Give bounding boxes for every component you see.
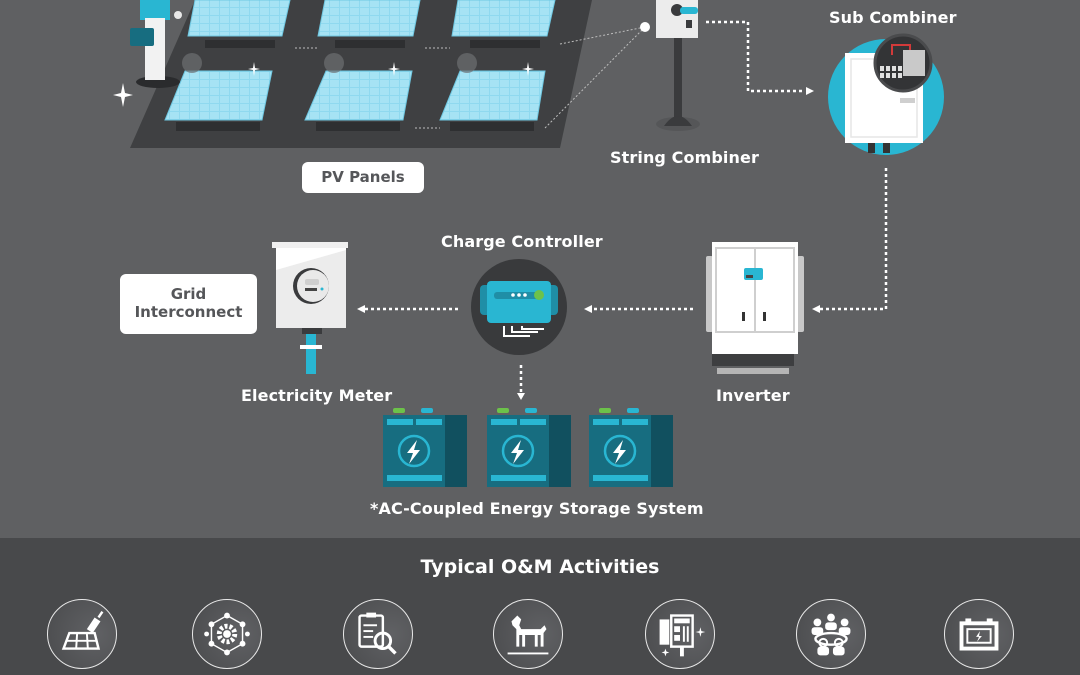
battery-icon [589, 408, 673, 487]
battery-maintenance-icon [944, 599, 1014, 669]
charge-controller-label: Charge Controller [441, 232, 603, 251]
technician-figure [130, 0, 182, 88]
grid-interconnect-line1: Grid [170, 285, 207, 303]
battery-icon [487, 408, 571, 487]
string-combiner-label: String Combiner [610, 148, 759, 167]
system-network-gear-icon [192, 599, 262, 669]
panel-cleaning-icon [47, 599, 117, 669]
electrical-cabinet-maintenance-icon [645, 599, 715, 669]
grid-interconnect-line2: Interconnect [134, 303, 243, 321]
grid-interconnect-label: Grid Interconnect [120, 274, 257, 334]
string-combiner-graphic [640, 0, 700, 131]
pv-panel-row-top [187, 0, 556, 48]
inspection-report-icon [343, 599, 413, 669]
inverter-graphic [706, 242, 804, 374]
team-meeting-icon [796, 599, 866, 669]
pv-panel-row-bottom [164, 53, 546, 131]
flow-arrow [706, 20, 805, 93]
flow-arrow [820, 168, 888, 311]
sub-combiner-graphic [828, 33, 944, 155]
battery-icon [383, 408, 467, 487]
inverter-label: Inverter [716, 386, 790, 405]
om-activities-title: Typical O&M Activities [420, 556, 660, 578]
battery-bank [383, 408, 673, 487]
vegetation-management-goat-icon [493, 599, 563, 669]
solar-system-diagram [113, 0, 944, 487]
energy-storage-label: *AC-Coupled Energy Storage System [370, 499, 704, 518]
pv-panels-label: PV Panels [302, 162, 424, 193]
electricity-meter-label: Electricity Meter [241, 386, 393, 405]
sparkle-icon [113, 62, 534, 107]
electricity-meter-graphic [272, 242, 348, 374]
sub-combiner-label: Sub Combiner [829, 8, 957, 27]
charge-controller-graphic [471, 259, 567, 355]
